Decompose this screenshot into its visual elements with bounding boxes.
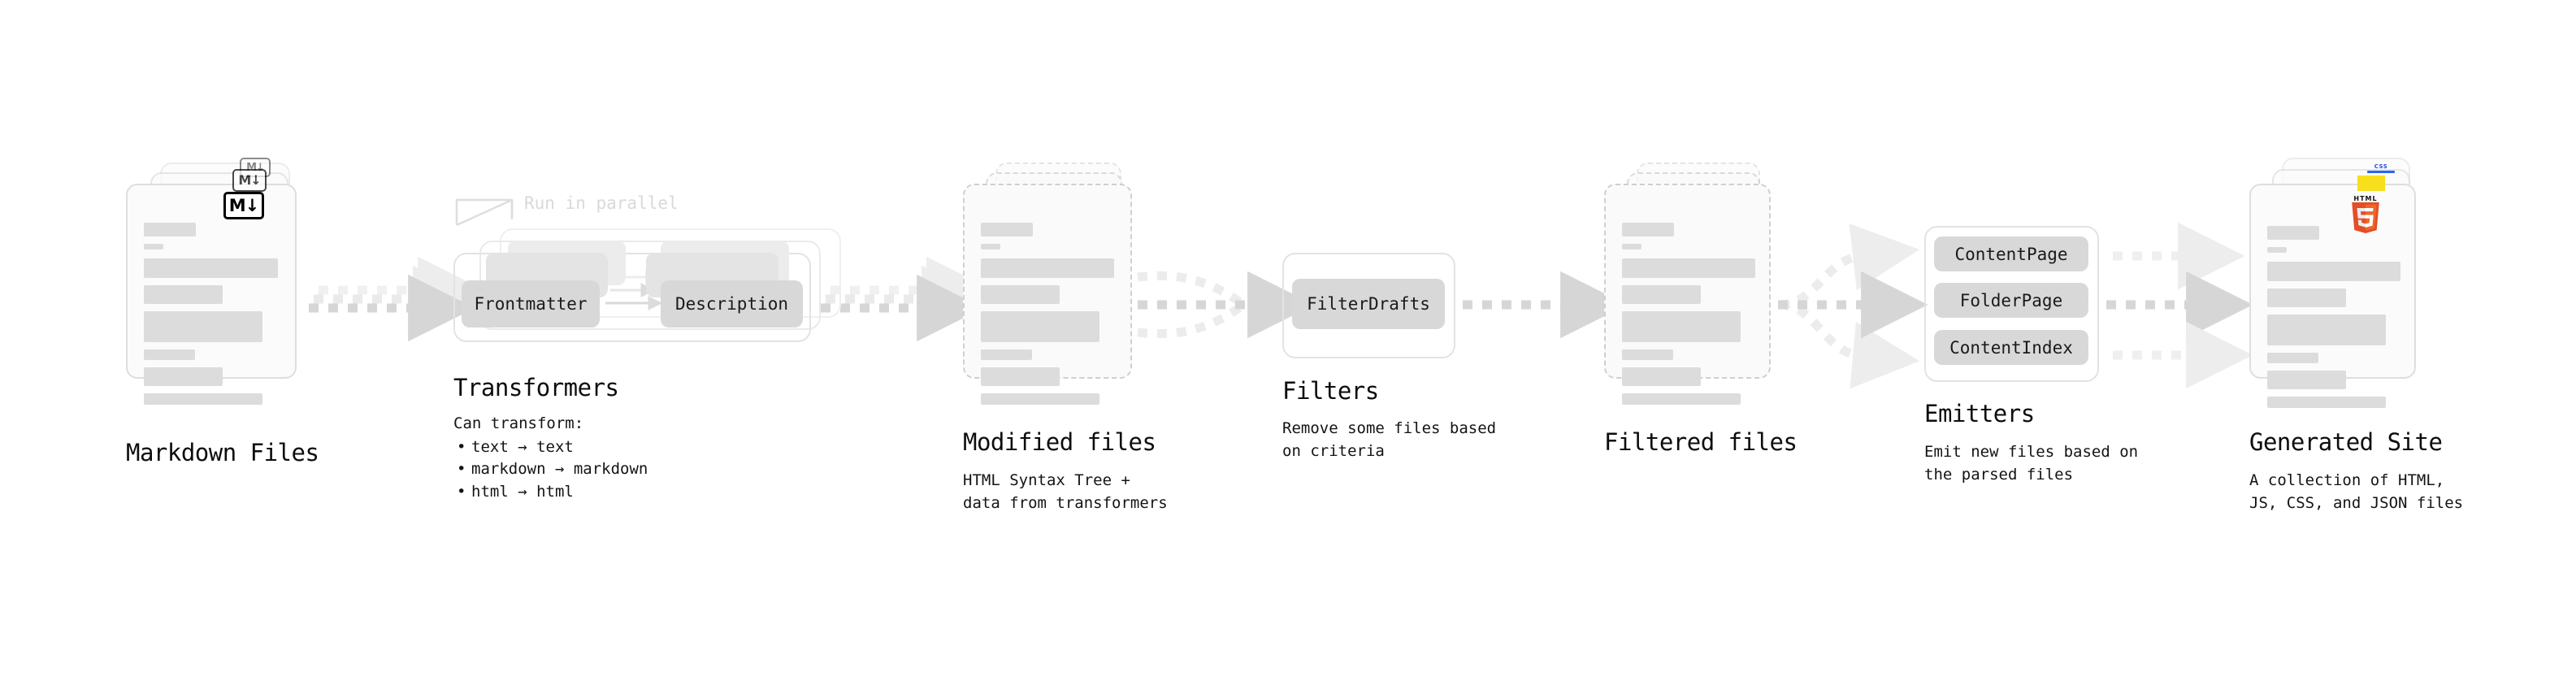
- markdown-card-content: [144, 223, 279, 412]
- markdown-icon-glyph: M↓: [238, 172, 261, 188]
- arrow-transformers-to-modified: [821, 256, 994, 342]
- content-bar: [981, 244, 1000, 249]
- css-icon-bar: [2367, 171, 2395, 173]
- content-bar: [144, 367, 223, 386]
- markdown-card-front[interactable]: [126, 184, 297, 405]
- stage-title-emitters: Emitters: [1924, 400, 2035, 427]
- html5-icon-shield: [2352, 202, 2379, 233]
- modified-card-front[interactable]: [963, 184, 1132, 405]
- transformers-bullet-item: markdown → markdown: [457, 458, 648, 481]
- content-bar: [981, 349, 1032, 360]
- run-in-parallel-label: Run in parallel: [524, 193, 679, 213]
- transformers-box-front[interactable]: [453, 253, 811, 342]
- content-bar: [981, 258, 1114, 278]
- content-bar: [1622, 311, 1741, 342]
- markdown-icon-glyph: M↓: [228, 195, 259, 215]
- emitter-chip-folderpage[interactable]: FolderPage: [1934, 283, 2088, 318]
- site-card-front[interactable]: [2249, 184, 2416, 408]
- transformer-chip-description[interactable]: Description: [661, 280, 803, 327]
- transformers-bullet-item: html → html: [457, 481, 648, 504]
- filter-chip-filterdrafts[interactable]: FilterDrafts: [1292, 279, 1445, 329]
- content-bar: [2267, 371, 2346, 389]
- transformers-bullet-item: text → text: [457, 436, 648, 459]
- site-card-content: [2267, 226, 2400, 415]
- arrow-markdown-to-transformers: [309, 256, 485, 342]
- transformers-bullet-list: text → text markdown → markdown html → h…: [453, 436, 648, 504]
- stage-title-filtered-files: Filtered files: [1604, 428, 1798, 456]
- content-bar: [981, 393, 1099, 405]
- content-bar: [1622, 258, 1755, 278]
- arrow-filtered-to-emitters: [1778, 223, 1928, 389]
- content-bar: [981, 285, 1060, 304]
- markdown-icon-mid: M↓: [232, 169, 267, 192]
- filtered-card-front[interactable]: [1604, 184, 1771, 405]
- modified-files-description: HTML Syntax Tree + data from transformer…: [963, 471, 1168, 512]
- content-bar: [144, 223, 196, 236]
- content-bar: [1622, 285, 1701, 304]
- content-bar: [1622, 223, 1674, 236]
- stage-title-generated-site: Generated Site: [2249, 428, 2443, 456]
- markdown-icon: M↓: [223, 192, 264, 219]
- content-bar: [144, 311, 262, 342]
- content-bar: [144, 349, 195, 360]
- filtered-card-content: [1622, 223, 1755, 412]
- content-bar: [2267, 247, 2287, 253]
- content-bar: [1622, 244, 1641, 249]
- content-bar: [2267, 397, 2386, 408]
- js-icon: [2357, 176, 2385, 191]
- content-bar: [144, 285, 223, 304]
- html5-icon: HTML: [2348, 195, 2383, 234]
- content-bar: [1622, 393, 1741, 405]
- stage-title-transformers: Transformers: [453, 374, 619, 401]
- content-bar: [1622, 349, 1673, 360]
- generated-site-description: A collection of HTML, JS, CSS, and JSON …: [2249, 471, 2464, 512]
- content-bar: [2267, 353, 2318, 363]
- transformer-chip-frontmatter[interactable]: Frontmatter: [462, 280, 600, 327]
- content-bar: [144, 258, 278, 278]
- emitters-description: Emit new files based on the parsed files: [1924, 443, 2139, 484]
- content-bar: [2267, 262, 2400, 281]
- stage-title-modified-files: Modified files: [963, 428, 1156, 456]
- content-bar: [1622, 367, 1701, 386]
- arrow-modified-to-filters: [1137, 271, 1315, 339]
- emitter-chip-contentpage[interactable]: ContentPage: [1934, 236, 2088, 271]
- content-bar: [981, 311, 1099, 342]
- html5-icon-label: HTML: [2353, 195, 2378, 202]
- arrow-emitters-to-site: [2106, 222, 2253, 389]
- css-icon-label: CSS: [2374, 163, 2388, 170]
- modified-card-content: [981, 223, 1114, 412]
- stage-title-markdown-files: Markdown Files: [126, 439, 319, 466]
- filters-description: Remove some files based on criteria: [1282, 419, 1497, 460]
- transformers-description: Can transform: text → text markdown → ma…: [453, 413, 648, 503]
- css-icon: CSS: [2367, 163, 2395, 175]
- stage-title-filters: Filters: [1282, 377, 1379, 405]
- emitter-chip-contentindex[interactable]: ContentIndex: [1934, 330, 2088, 365]
- emitters-box[interactable]: [1924, 226, 2099, 382]
- content-bar: [981, 367, 1060, 386]
- content-bar: [2267, 314, 2386, 345]
- filters-box[interactable]: [1282, 253, 1455, 358]
- run-in-parallel-bracket: [455, 198, 514, 227]
- content-bar: [144, 393, 262, 405]
- content-bar: [2267, 226, 2319, 240]
- content-bar: [981, 223, 1033, 236]
- transformers-bullets-lead: Can transform:: [453, 414, 584, 432]
- content-bar: [2267, 288, 2346, 307]
- content-bar: [144, 244, 163, 249]
